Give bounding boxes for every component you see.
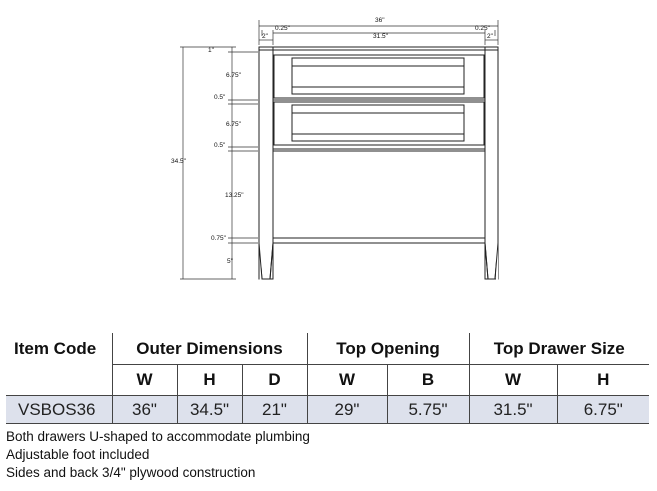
dim-overall-width: 36" <box>375 17 385 24</box>
dim-rail-2: 0.5" <box>214 142 226 149</box>
subheader-outer-d: D <box>241 364 307 396</box>
opening-b-cell: 5.75" <box>386 395 469 424</box>
drawer-w-cell: 31.5" <box>468 395 557 424</box>
opening-w-cell: 29" <box>306 395 387 424</box>
dim-side-right: 0.25" <box>475 25 491 32</box>
dim-drawer-1: 6.75" <box>226 72 242 79</box>
outer-h-cell: 34.5" <box>176 395 242 424</box>
subheader-drawer-w: W <box>468 364 557 396</box>
top-opening-header: Top Opening <box>306 333 469 365</box>
subheader-opening-w: W <box>306 364 387 396</box>
table-row: VSBOS36 36" 34.5" 21" 29" 5.75" 31.5" 6.… <box>6 395 649 424</box>
dim-rail-1: 0.5" <box>214 94 226 101</box>
note-line: Both drawers U-shaped to accommodate plu… <box>6 429 310 444</box>
dim-overall-height: 34.5" <box>171 158 187 165</box>
bottom-shelf <box>272 237 486 244</box>
note-line: Adjustable foot included <box>6 447 150 462</box>
dim-shelf: 0.75" <box>211 235 227 242</box>
dim-toe: 5" <box>227 258 234 265</box>
top-drawer-size-header: Top Drawer Size <box>468 333 649 365</box>
outer-dimensions-header: Outer Dimensions <box>111 333 307 365</box>
outer-w-cell: 36" <box>111 395 177 424</box>
note-line: Sides and back 3/4" plywood construction <box>6 465 256 480</box>
drawer-h-cell: 6.75" <box>556 395 649 424</box>
subheader-outer-h: H <box>176 364 242 396</box>
subheader-blank <box>6 364 112 396</box>
outer-d-cell: 21" <box>241 395 307 424</box>
vanity-technical-drawing: 36" 0.25" 0.25" 2" 2" 31.5" 1" 6.75" 0.5… <box>171 17 499 280</box>
item-code-header: Item Code <box>14 338 97 358</box>
subheader-outer-w: W <box>111 364 177 396</box>
item-code-cell: VSBOS36 <box>6 395 112 424</box>
dim-top-rail: 1" <box>208 47 215 54</box>
subheader-opening-b: B <box>386 364 469 396</box>
dim-leg-right: 2" <box>487 33 494 40</box>
dim-side-left: 0.25" <box>275 25 291 32</box>
dim-drawer-2: 6.75" <box>226 121 242 128</box>
dim-open-space: 13.25" <box>225 192 244 199</box>
dim-inner-width: 31.5" <box>373 33 389 40</box>
subheader-drawer-h: H <box>556 364 649 396</box>
dim-leg-left: 2" <box>262 33 269 40</box>
specs-table: Item Code Outer Dimensions Top Opening T… <box>6 333 649 424</box>
drawer-1 <box>273 54 485 99</box>
product-notes: Both drawers U-shaped to accommodate plu… <box>6 428 310 482</box>
drawer-2 <box>273 101 485 146</box>
